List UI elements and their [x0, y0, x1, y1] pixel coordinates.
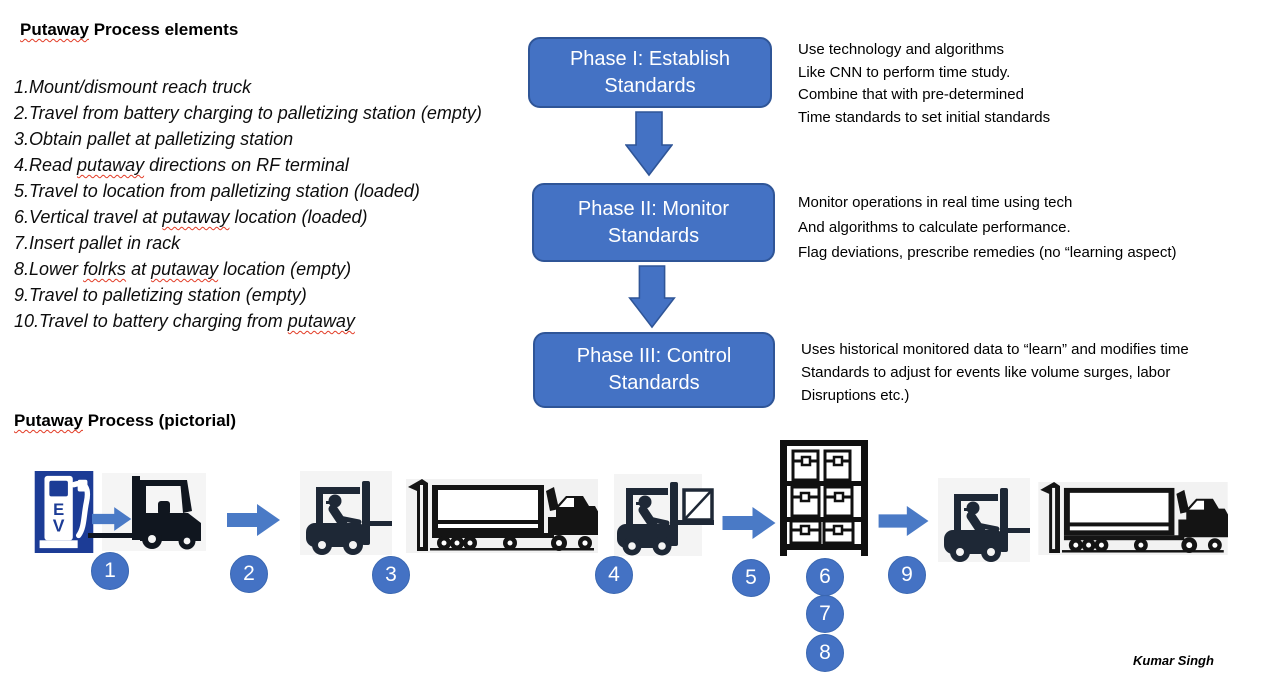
list-item: 8.Lower folrks at putaway location (empt…	[14, 259, 352, 279]
list-item: 4.Read putaway directions on RF terminal	[14, 155, 349, 175]
list-item: 7.Insert pallet in rack	[14, 233, 181, 253]
svg-text:E: E	[53, 500, 64, 519]
list-item: 9.Travel to palletizing station (empty)	[14, 285, 307, 305]
down-arrow-icon	[625, 111, 673, 177]
process-elements-list: 1.Mount/dismount reach truck 2.Travel fr…	[14, 74, 488, 334]
semi-truck-icon	[1038, 482, 1228, 555]
step-number-6: 6	[806, 558, 844, 596]
list-item: 2.Travel from battery charging to pallet…	[14, 103, 482, 123]
down-arrow-icon	[628, 265, 676, 329]
phase2-box: Phase II: Monitor Standards	[532, 183, 775, 262]
step-number-5: 5	[732, 559, 770, 597]
ev-charging-station-icon: E V	[34, 471, 94, 553]
list-item: 6.Vertical travel at putaway location (l…	[14, 207, 368, 227]
step-number-8: 8	[806, 634, 844, 672]
storage-rack-with-boxes-icon	[780, 440, 868, 556]
step-number-4: 4	[595, 556, 633, 594]
right-arrow-icon	[227, 504, 280, 536]
phase3-box: Phase III: Control Standards	[533, 332, 775, 408]
svg-text:V: V	[53, 516, 65, 536]
page-title: Putaway Process elements	[20, 20, 239, 39]
forklift-with-driver-icon	[938, 478, 1030, 562]
forklift-with-driver-icon	[300, 471, 392, 555]
pictorial-section-title: Putaway Process (pictorial)	[14, 411, 237, 430]
semi-truck-icon	[406, 479, 598, 553]
forklift-carrying-box-icon	[614, 474, 714, 556]
list-item: 10.Travel to battery charging from putaw…	[14, 311, 355, 331]
phase1-box: Phase I: Establish Standards	[528, 37, 772, 108]
author-signature: Kumar Singh	[1133, 653, 1214, 668]
right-arrow-icon	[878, 505, 929, 537]
list-item: 3.Obtain pallet at palletizing station	[14, 129, 294, 149]
phase2-description: Monitor operations in real time using te…	[798, 194, 1177, 261]
list-item: 1.Mount/dismount reach truck	[14, 77, 252, 97]
phase1-description: Use technology and algorithms Like CNN t…	[798, 41, 1051, 126]
right-arrow-icon	[722, 507, 776, 539]
step-number-1: 1	[91, 552, 129, 590]
step-number-3: 3	[372, 556, 410, 594]
list-item: 5.Travel to location from palletizing st…	[14, 181, 420, 201]
step-number-9: 9	[888, 556, 926, 594]
phase3-description: Uses historical monitored data to “learn…	[801, 341, 1189, 404]
step-number-2: 2	[230, 555, 268, 593]
step-number-7: 7	[806, 595, 844, 633]
right-arrow-icon	[92, 507, 132, 531]
